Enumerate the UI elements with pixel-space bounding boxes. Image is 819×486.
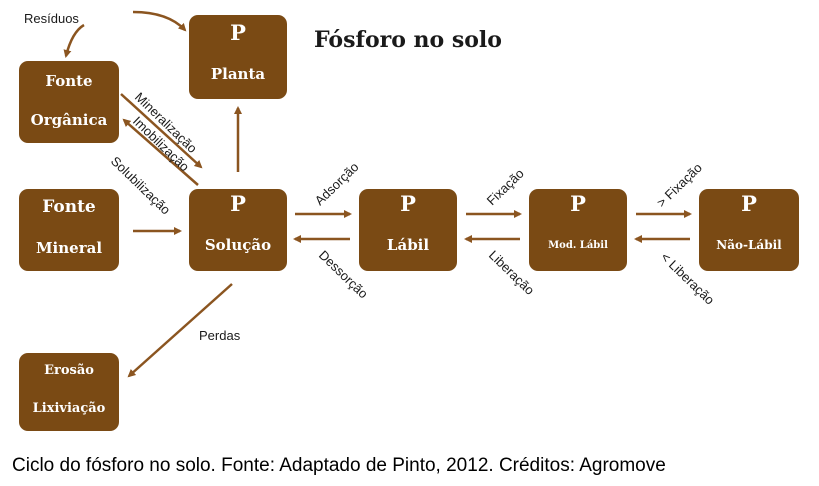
box-erosao-line2: Lixiviação <box>32 401 106 416</box>
label-liberacao2: < Liberação <box>658 249 718 307</box>
box-erosao: Erosão Lixiviação <box>19 353 119 431</box>
box-fonte-organica-line2: Orgânica <box>30 111 108 129</box>
box-mod-labil-label: Mod. Lábil <box>548 240 608 251</box>
box-labil: P Lábil <box>359 189 457 271</box>
label-fixacao2: > Fixação <box>654 160 705 210</box>
label-residuos: Resíduos <box>24 11 79 26</box>
label-fixacao: Fixação <box>484 166 527 208</box>
label-liberacao: Liberação <box>486 247 538 297</box>
box-mod-labil-symbol: P <box>570 191 586 216</box>
label-dessorcao: Dessorção <box>316 247 371 301</box>
box-solucao-label: Solução <box>204 236 272 254</box>
box-fonte-mineral-line2: Mineral <box>35 239 103 257</box>
box-labil-symbol: P <box>400 191 416 216</box>
box-nao-labil-label: Não-Lábil <box>716 238 782 252</box>
caption: Ciclo do fósforo no solo. Fonte: Adaptad… <box>12 455 666 476</box>
box-nao-labil: P Não-Lábil <box>699 189 799 271</box>
box-labil-label: Lábil <box>386 236 430 254</box>
label-perdas: Perdas <box>199 328 241 343</box>
box-fonte-organica: Fonte Orgânica <box>19 61 119 143</box>
arrow-imobilizacao <box>122 118 199 186</box>
label-solubilizacao: Solubilização <box>108 153 174 217</box>
box-solucao-symbol: P <box>230 191 246 216</box>
box-erosao-line1: Erosão <box>44 363 94 378</box>
arrow-residuos-to-organica <box>63 23 85 58</box>
box-fonte-mineral: Fonte Mineral <box>19 189 119 271</box>
box-fonte-organica-line1: Fonte <box>45 72 93 90</box>
arrow-curve-to-planta <box>132 10 187 32</box>
arrow-mineralizacao <box>120 93 203 169</box>
box-planta-symbol: P <box>230 20 246 45</box>
box-planta: P Planta <box>189 15 287 99</box>
box-mod-labil: P Mod. Lábil <box>529 189 627 271</box>
box-nao-labil-symbol: P <box>741 191 757 216</box>
box-planta-label: Planta <box>210 65 266 83</box>
box-fonte-mineral-line1: Fonte <box>42 197 96 217</box>
arrow-perdas <box>127 283 233 378</box>
label-adsorcao: Adsorção <box>312 159 362 208</box>
box-solucao: P Solução <box>189 189 287 271</box>
diagram-title: Fósforo no solo <box>314 27 502 53</box>
